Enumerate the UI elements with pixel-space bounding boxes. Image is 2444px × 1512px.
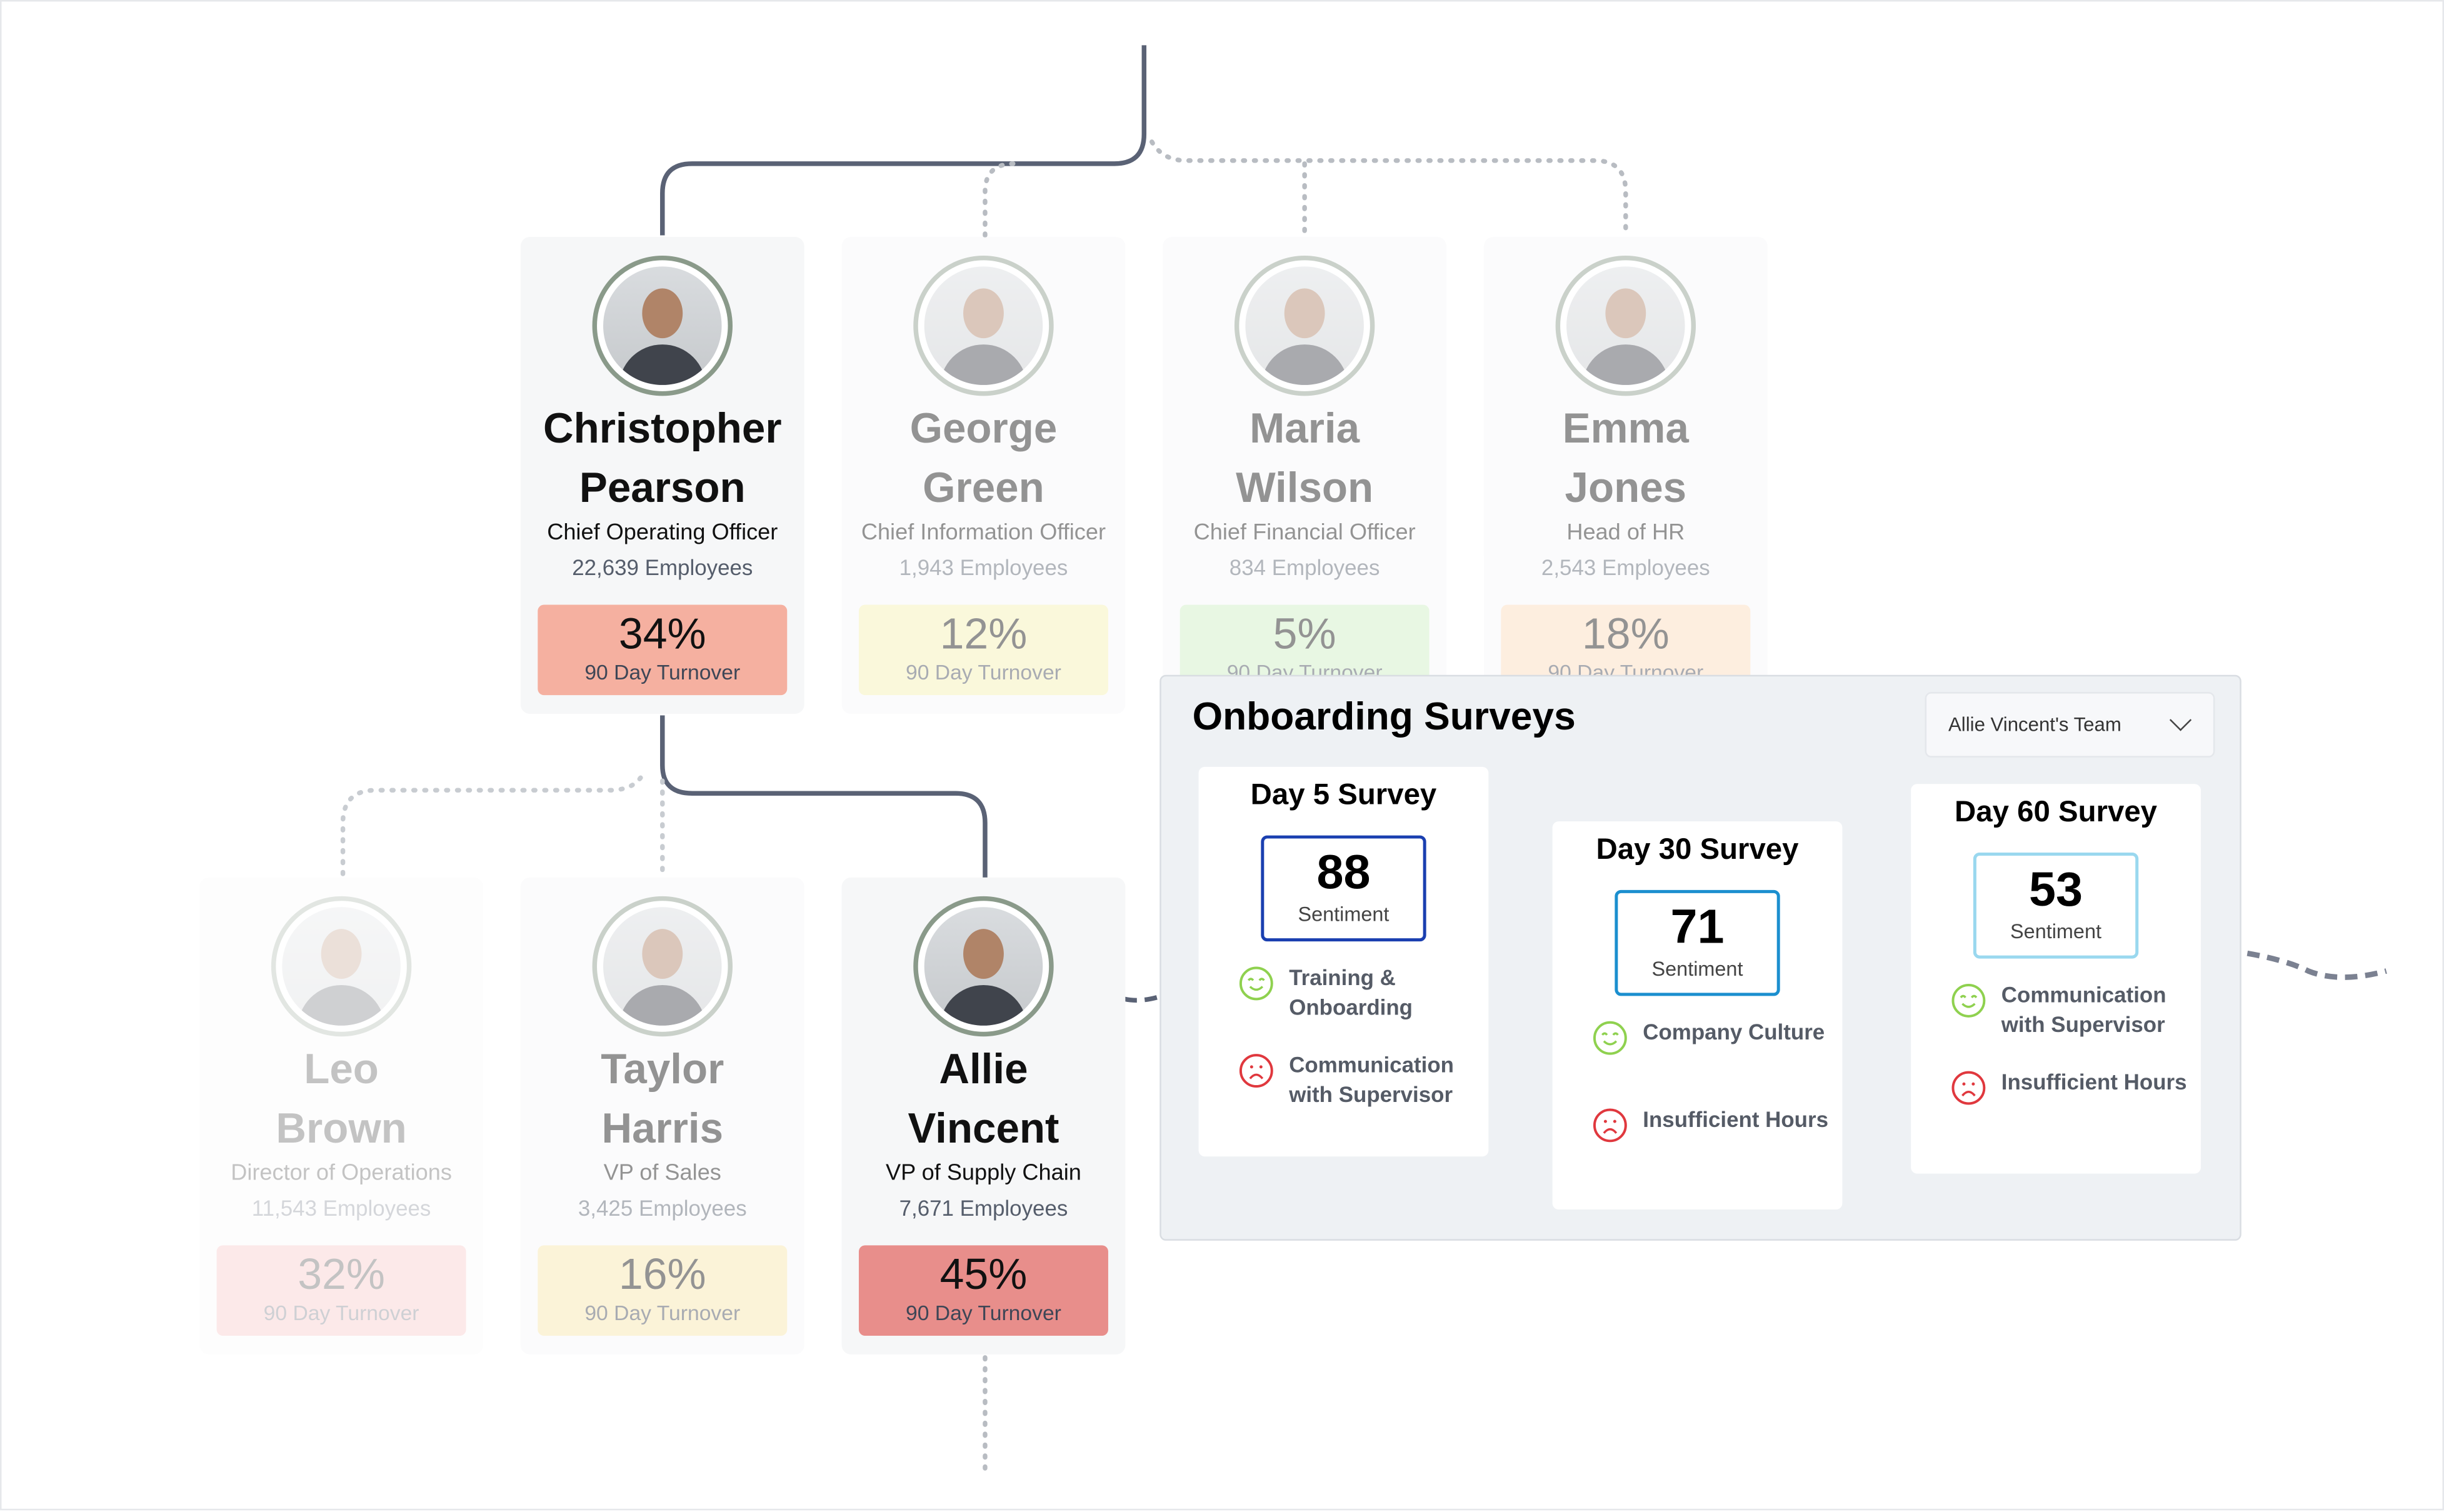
person-title: Chief Information Officer bbox=[861, 520, 1106, 546]
turnover-value: 12% bbox=[939, 609, 1028, 658]
survey-topic: Training & Onboarding bbox=[1239, 963, 1488, 1023]
avatar bbox=[913, 255, 1054, 396]
person-title: Chief Financial Officer bbox=[1193, 520, 1416, 546]
survey-topic: Communication with Supervisor bbox=[1951, 980, 2201, 1039]
score-value: 88 bbox=[1316, 844, 1371, 899]
employee-count: 1,943 Employees bbox=[899, 554, 1068, 580]
avatar bbox=[271, 896, 412, 1037]
employee-count: 11,543 Employees bbox=[251, 1195, 431, 1221]
survey-topic: Insufficient Hours bbox=[1951, 1068, 2187, 1105]
turnover-label: 90 Day Turnover bbox=[263, 1301, 419, 1325]
turnover-value: 32% bbox=[298, 1249, 385, 1299]
topic-text: Communication with Supervisor bbox=[1289, 1052, 1454, 1107]
turnover-value: 34% bbox=[618, 609, 706, 658]
turnover-value: 45% bbox=[939, 1249, 1028, 1299]
survey-topic: Company Culture bbox=[1593, 1018, 1825, 1055]
frown-icon bbox=[1593, 1108, 1627, 1143]
employee-count: 3,425 Employees bbox=[578, 1195, 747, 1221]
topic-text: Communication with Supervisor bbox=[2001, 981, 2166, 1037]
turnover-value: 16% bbox=[618, 1249, 706, 1299]
topic-text: Insufficient Hours bbox=[2001, 1069, 2187, 1094]
turnover-value: 18% bbox=[1581, 609, 1670, 658]
smile-icon bbox=[1239, 966, 1273, 1001]
turnover-badge: 34% 90 Day Turnover bbox=[538, 604, 788, 696]
turnover-badge: 16%90 Day Turnover bbox=[538, 1245, 788, 1336]
survey-topic: Communication with Supervisor bbox=[1239, 1051, 1488, 1110]
person-title: VP of Sales bbox=[603, 1161, 721, 1186]
score-value: 53 bbox=[2029, 861, 2083, 917]
avatar bbox=[913, 896, 1054, 1037]
team-select-value: Allie Vincent's Team bbox=[1948, 714, 2121, 736]
chevron-down-icon bbox=[2169, 709, 2192, 731]
employee-count: 2,543 Employees bbox=[1541, 554, 1710, 580]
team-select[interactable]: Allie Vincent's Team bbox=[1925, 692, 2215, 758]
frown-icon bbox=[1951, 1071, 1986, 1105]
score-label: Sentiment bbox=[1651, 957, 1743, 981]
topic-text: Company Culture bbox=[1643, 1019, 1825, 1044]
turnover-value: 5% bbox=[1273, 609, 1336, 658]
person-title: VP of Supply Chain bbox=[885, 1161, 1081, 1186]
avatar bbox=[592, 896, 733, 1037]
turnover-badge: 32%90 Day Turnover bbox=[216, 1245, 466, 1336]
employee-count: 834 Employees bbox=[1229, 554, 1380, 580]
person-title: Head of HR bbox=[1566, 520, 1685, 546]
turnover-label: 90 Day Turnover bbox=[584, 661, 741, 684]
frown-icon bbox=[1239, 1054, 1273, 1088]
score-label: Sentiment bbox=[2010, 919, 2102, 943]
turnover-badge: 45%90 Day Turnover bbox=[858, 1245, 1108, 1336]
smile-icon bbox=[1593, 1021, 1627, 1055]
topic-text: Insufficient Hours bbox=[1643, 1106, 1829, 1132]
turnover-label: 90 Day Turnover bbox=[906, 661, 1061, 684]
survey-topic: Insufficient Hours bbox=[1593, 1105, 1829, 1143]
person-title: Director of Operations bbox=[231, 1161, 452, 1186]
avatar bbox=[1555, 255, 1696, 396]
turnover-label: 90 Day Turnover bbox=[906, 1301, 1061, 1325]
turnover-badge: 12% 90 Day Turnover bbox=[858, 604, 1108, 696]
avatar bbox=[592, 255, 733, 396]
employee-count: 7,671 Employees bbox=[899, 1195, 1068, 1221]
score-label: Sentiment bbox=[1298, 902, 1390, 926]
person-title: Chief Operating Officer bbox=[547, 520, 778, 546]
survey-title: Day 30 Survey bbox=[1596, 834, 1799, 867]
survey-title: Day 5 Survey bbox=[1250, 779, 1437, 813]
avatar bbox=[1234, 255, 1375, 396]
survey-title: Day 60 Survey bbox=[1955, 796, 2158, 829]
employee-count: 22,639 Employees bbox=[572, 554, 753, 580]
turnover-label: 90 Day Turnover bbox=[584, 1301, 741, 1325]
topic-text: Training & Onboarding bbox=[1289, 964, 1413, 1019]
onboarding-surveys-panel: Onboarding Surveys Allie Vincent's Team … bbox=[1159, 674, 2241, 1241]
panel-title: Onboarding Surveys bbox=[1192, 695, 1576, 739]
score-value: 71 bbox=[1670, 899, 1725, 954]
smile-icon bbox=[1951, 983, 1986, 1018]
